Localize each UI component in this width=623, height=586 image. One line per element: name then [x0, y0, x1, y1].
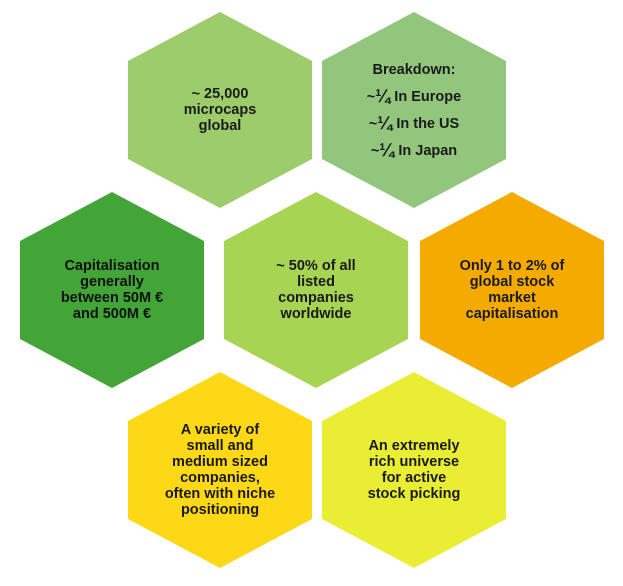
text-line: between 50M €	[60, 290, 164, 306]
hexagon-market-cap: Only 1 to 2% of global stock market capi…	[420, 192, 604, 388]
approx-sign: ~	[366, 88, 376, 105]
text-line: and 500M €	[72, 306, 152, 322]
approx-sign: ~	[370, 142, 380, 159]
text-line: global	[198, 118, 242, 134]
text-line: ~ 50% of all	[276, 258, 356, 274]
hexagon-microcaps-count: ~ 25,000 microcaps global	[128, 12, 312, 208]
text-line: often with niche	[164, 486, 276, 502]
text-line: worldwide	[280, 306, 352, 322]
fraction: ¼	[375, 85, 391, 106]
breakdown-item-japan: ~¼ In Japan	[370, 139, 458, 160]
text-line: stock picking	[367, 486, 461, 502]
hexagon-text: ~ 25,000 microcaps global	[152, 86, 288, 134]
text-line: rich universe	[368, 454, 460, 470]
fraction: ¼	[377, 112, 393, 133]
text-line: companies	[278, 290, 354, 306]
text-line: market	[488, 290, 536, 306]
text-line: companies,	[180, 470, 260, 486]
region-label: In Japan	[394, 142, 458, 159]
hexagon-universe: An extremely rich universe for active st…	[322, 372, 506, 568]
hexagon-variety: A variety of small and medium sized comp…	[128, 372, 312, 568]
text-line: medium sized	[172, 454, 268, 470]
text-line: listed	[297, 274, 335, 290]
breakdown-item-europe: ~¼ In Europe	[366, 85, 462, 106]
text-line: generally	[80, 274, 144, 290]
region-label: In the US	[392, 115, 460, 132]
text-line: Capitalisation	[64, 258, 160, 274]
hexagon-text: Breakdown: ~¼ In Europe ~¼ In the US ~¼ …	[346, 62, 482, 159]
breakdown-title: Breakdown:	[372, 61, 456, 78]
text-line: An extremely	[368, 438, 460, 454]
text-line: for active	[381, 470, 447, 486]
text-line: capitalisation	[465, 306, 559, 322]
text-line: small and	[186, 438, 254, 454]
text-line: microcaps	[183, 102, 257, 118]
hexagon-text: A variety of small and medium sized comp…	[152, 422, 288, 518]
text-line: positioning	[180, 502, 260, 518]
hexagon-capitalisation: Capitalisation generally between 50M € a…	[20, 192, 204, 388]
text-line: Only 1 to 2% of	[459, 258, 565, 274]
approx-sign: ~	[368, 115, 378, 132]
hexagon-breakdown: Breakdown: ~¼ In Europe ~¼ In the US ~¼ …	[322, 12, 506, 208]
fraction: ¼	[379, 139, 395, 160]
hexagon-text: An extremely rich universe for active st…	[346, 438, 482, 502]
text-line: A variety of	[180, 422, 260, 438]
text-line: global stock	[469, 274, 555, 290]
breakdown-item-us: ~¼ In the US	[368, 112, 460, 133]
hexagon-share-listed: ~ 50% of all listed companies worldwide	[224, 192, 408, 388]
hexagon-text: ~ 50% of all listed companies worldwide	[248, 258, 384, 322]
region-label: In Europe	[390, 88, 462, 105]
text-line: ~ 25,000	[191, 86, 249, 102]
hexagon-text: Only 1 to 2% of global stock market capi…	[444, 258, 580, 322]
hexagon-text: Capitalisation generally between 50M € a…	[44, 258, 180, 322]
